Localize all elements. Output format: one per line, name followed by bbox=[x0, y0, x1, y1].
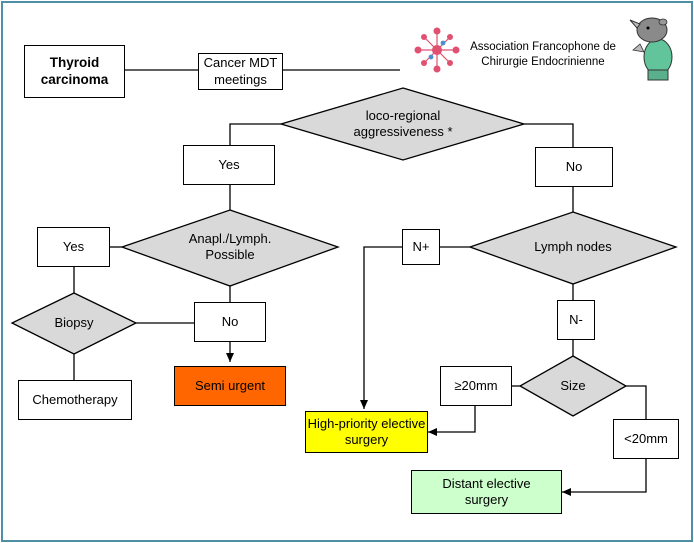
lymph-nodes-label: Lymph nodes bbox=[534, 238, 612, 254]
high-priority-surgery-label: High-priority elective surgery bbox=[307, 415, 426, 447]
arrow-lt20-distant bbox=[562, 459, 647, 496]
thyroid-carcinoma-box: Thyroid carcinoma bbox=[24, 45, 125, 98]
yes-anaplastic-label: Yes bbox=[62, 238, 85, 254]
diamond-biopsy bbox=[10, 292, 138, 355]
chemotherapy-box: Chemotherapy bbox=[18, 380, 132, 420]
network-logo-icon bbox=[414, 27, 460, 73]
cancer-mdt-label: Cancer MDT meetings bbox=[203, 55, 278, 87]
yes-aggressive-box: Yes bbox=[183, 145, 275, 185]
chemotherapy-label: Chemotherapy bbox=[32, 391, 118, 407]
cancer-mdt-box: Cancer MDT meetings bbox=[198, 53, 283, 90]
no-aggressive-box: No bbox=[535, 147, 613, 187]
no-anaplastic-box: No bbox=[194, 302, 266, 342]
diamond-aggressiveness bbox=[278, 87, 527, 161]
no-aggressive-label: No bbox=[565, 158, 583, 174]
diamond-lymph-nodes bbox=[468, 211, 678, 285]
ge-20mm-box: ≥20mm bbox=[440, 366, 512, 406]
connector-aggr-yes bbox=[229, 123, 281, 145]
biopsy-label: Biopsy bbox=[54, 314, 94, 330]
aggressiveness-label: loco-regional aggressiveness * bbox=[353, 107, 453, 139]
lt-20mm-box: <20mm bbox=[613, 419, 679, 459]
yes-anaplastic-box: Yes bbox=[37, 227, 110, 267]
semi-urgent-label: Semi urgent bbox=[194, 377, 266, 393]
no-anaplastic-label: No bbox=[221, 313, 239, 329]
connector-aggr-no bbox=[524, 123, 574, 147]
association-name: Association Francophone de Chirurgie End… bbox=[470, 41, 616, 68]
distant-surgery-box: Distant elective surgery bbox=[411, 470, 562, 514]
arrow-nplus-high-priority bbox=[360, 246, 402, 409]
n-minus-label: N- bbox=[569, 311, 583, 327]
arrow-ge20-high-priority bbox=[428, 406, 476, 436]
ge-20mm-label: ≥20mm bbox=[454, 377, 498, 393]
n-minus-box: N- bbox=[557, 300, 595, 340]
lt-20mm-label: <20mm bbox=[624, 430, 668, 446]
diamond-anaplastic bbox=[120, 209, 340, 287]
rhino-surgeon-mascot-icon bbox=[629, 17, 673, 81]
high-priority-surgery-box: High-priority elective surgery bbox=[305, 411, 428, 453]
diamond-size bbox=[518, 355, 628, 417]
anaplastic-label: Anapl./Lymph. Possible bbox=[188, 230, 272, 262]
semi-urgent-box: Semi urgent bbox=[174, 366, 286, 406]
distant-surgery-label: Distant elective surgery bbox=[442, 475, 531, 507]
n-plus-label: N+ bbox=[412, 238, 430, 254]
connector-size-lt20 bbox=[626, 385, 647, 419]
yes-aggressive-label: Yes bbox=[218, 156, 240, 172]
n-plus-box: N+ bbox=[402, 229, 440, 265]
size-label: Size bbox=[560, 377, 586, 393]
thyroid-carcinoma-label: Thyroid carcinoma bbox=[40, 54, 109, 87]
